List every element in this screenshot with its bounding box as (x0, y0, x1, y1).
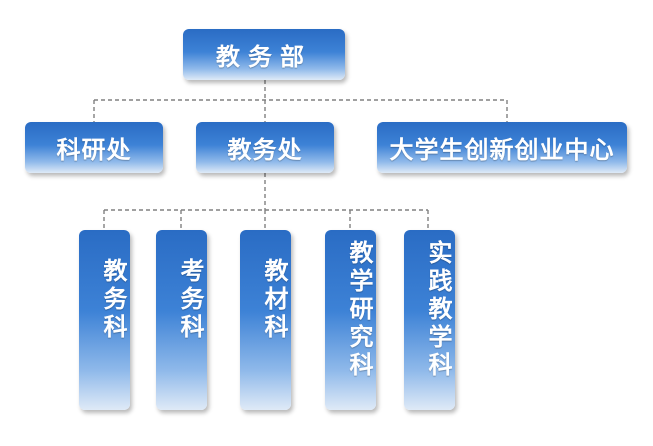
node-jiaoxue-yanjiuke: 教学研究科 (325, 230, 376, 410)
node-jiaoxue-yanjiuke-label: 教学研究科 (345, 240, 373, 380)
node-shijian-jiaoxueke: 实践教学科 (404, 230, 455, 410)
node-jiaowuke-label: 教务科 (99, 258, 127, 342)
node-kaowuke-label: 考务科 (176, 258, 204, 342)
node-keyanchu-label: 科研处 (56, 136, 132, 164)
node-chuangxin-zhongxin-label: 大学生创新创业中心 (389, 136, 615, 164)
node-kaowuke: 考务科 (156, 230, 207, 410)
node-jiaowuke: 教务科 (79, 230, 130, 410)
node-shijian-jiaoxueke-label: 实践教学科 (424, 240, 452, 380)
node-jiaowuchu: 教务处 (196, 122, 334, 173)
node-chuangxin-zhongxin: 大学生创新创业中心 (377, 122, 627, 173)
node-root: 教务部 (183, 29, 345, 80)
node-keyanchu: 科研处 (25, 122, 163, 173)
node-root-label: 教务部 (216, 43, 312, 71)
node-jiaocaike: 教材科 (240, 230, 291, 410)
node-jiaowuchu-label: 教务处 (227, 136, 303, 164)
node-jiaocaike-label: 教材科 (260, 258, 288, 342)
